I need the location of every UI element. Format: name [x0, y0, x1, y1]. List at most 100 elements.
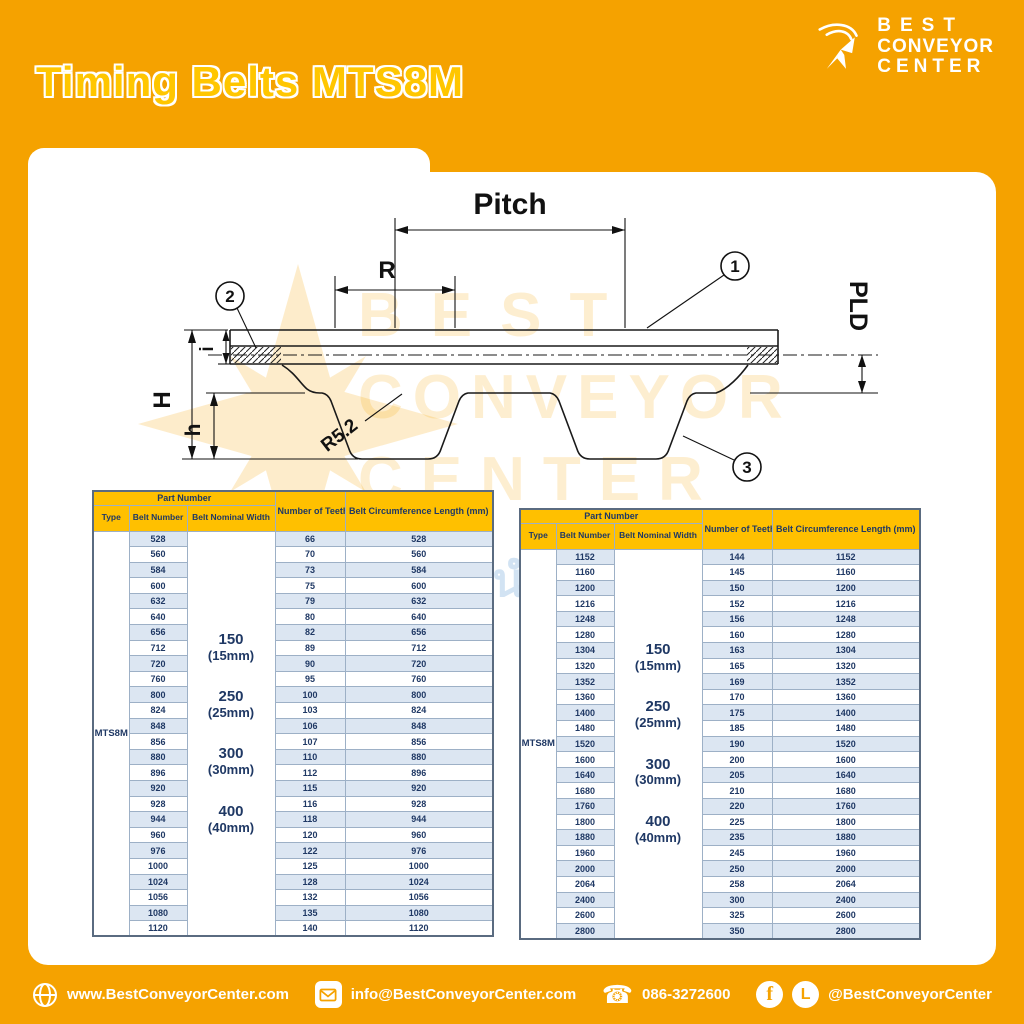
length-cell: 1200: [771, 579, 921, 597]
watermark-word-1: BEST: [358, 281, 636, 350]
teeth-cell: 220: [701, 798, 773, 815]
teeth-cell: 175: [701, 704, 773, 722]
belt-number-cell: 824: [128, 702, 188, 719]
part-number-header: Part Number: [519, 508, 703, 524]
belt-number-cell: 2400: [555, 891, 615, 909]
logo-line-1: BEST: [877, 15, 964, 36]
belt-number-cell: 1400: [555, 704, 615, 722]
facebook-icon[interactable]: f: [756, 981, 784, 1008]
length-cell: 1352: [771, 673, 921, 690]
content-card: BEST CONVEYOR CENTER สินค้าโรงงาน แนะนำโ…: [28, 172, 996, 965]
length-cell: 824: [344, 702, 494, 719]
watermark-star-icon: [138, 264, 458, 584]
footer-email[interactable]: info@BestConveyorCenter.com: [314, 981, 576, 1008]
belt-number-cell: 800: [128, 686, 188, 704]
type-header: Type: [92, 504, 130, 532]
length-cell: 1024: [344, 873, 494, 891]
length-cell: 2064: [771, 875, 921, 893]
length-cell: 656: [344, 624, 494, 641]
belt-number-cell: 1680: [555, 782, 615, 799]
footer-phone[interactable]: ☎ 086-3272600: [602, 982, 731, 1007]
teeth-cell: 110: [274, 748, 346, 766]
belt-number-cell: 560: [128, 546, 188, 563]
length-cell: 976: [344, 842, 494, 859]
length-cell: 2600: [771, 907, 921, 924]
belt-number-cell: 1200: [555, 579, 615, 597]
length-cell: 640: [344, 608, 494, 626]
length-cell: 1216: [771, 595, 921, 612]
teeth-cell: 245: [701, 844, 773, 862]
belt-number-cell: 1304: [555, 642, 615, 659]
teeth-cell: 185: [701, 720, 773, 737]
teeth-cell: 95: [274, 670, 346, 688]
callout-1: 1: [730, 257, 739, 276]
teeth-cell: 103: [274, 702, 346, 719]
teeth-cell: 325: [701, 907, 773, 924]
footer-bar: www.BestConveyorCenter.com info@BestConv…: [0, 965, 1024, 1024]
belt-number-cell: 928: [128, 795, 188, 813]
length-cell: 1880: [771, 829, 921, 846]
teeth-cell: 163: [701, 642, 773, 659]
teeth-cell: 128: [274, 873, 346, 891]
length-cell: 720: [344, 655, 494, 672]
belt-number-cell: 632: [128, 592, 188, 610]
teeth-cell: 89: [274, 639, 346, 657]
teeth-header: Number of Teeth: [701, 508, 773, 550]
type-cell: MTS8M: [519, 548, 557, 940]
length-cell: 960: [344, 826, 494, 844]
teeth-cell: 250: [701, 860, 773, 877]
logo-mark-icon: [818, 23, 859, 69]
length-cell: 1160: [771, 564, 921, 581]
teeth-cell: 300: [701, 891, 773, 909]
teeth-cell: 190: [701, 735, 773, 753]
length-cell: 1600: [771, 751, 921, 768]
type-header: Type: [519, 522, 557, 550]
nominal-width-group: 400(40mm): [634, 813, 682, 845]
footer-website[interactable]: www.BestConveyorCenter.com: [32, 982, 289, 1008]
belt-number-cell: 1024: [128, 873, 188, 891]
belt-number-cell: 1880: [555, 829, 615, 846]
callout-circle-1: [720, 251, 750, 281]
i-label: i: [197, 346, 218, 351]
length-cell: 2800: [771, 922, 921, 940]
mail-icon: [314, 981, 342, 1008]
length-cell: 880: [344, 748, 494, 766]
belt-number-cell: 600: [128, 577, 188, 594]
line-icon[interactable]: L: [792, 981, 820, 1008]
teeth-cell: 200: [701, 751, 773, 768]
teeth-cell: 80: [274, 608, 346, 626]
length-cell: 1000: [344, 857, 494, 875]
length-cell: 1680: [771, 782, 921, 799]
nominal-width-group: 150(15mm): [207, 630, 255, 663]
height-H-label: H: [150, 391, 176, 408]
belt-outline: [229, 329, 779, 460]
nominal-width-group: 250(25mm): [634, 698, 682, 731]
belt-number-cell: 2000: [555, 860, 615, 877]
length-cell: 944: [344, 811, 494, 828]
pld-label: PLD: [844, 281, 872, 331]
length-cell: 1056: [344, 889, 494, 906]
belt-cross-section-diagram: Pitch R PLD H h i R5.2 1 2 3: [150, 188, 878, 482]
company-logo: BEST CONVEYOR CENTER: [811, 15, 994, 78]
teeth-cell: 258: [701, 875, 773, 893]
teeth-cell: 115: [274, 780, 346, 797]
